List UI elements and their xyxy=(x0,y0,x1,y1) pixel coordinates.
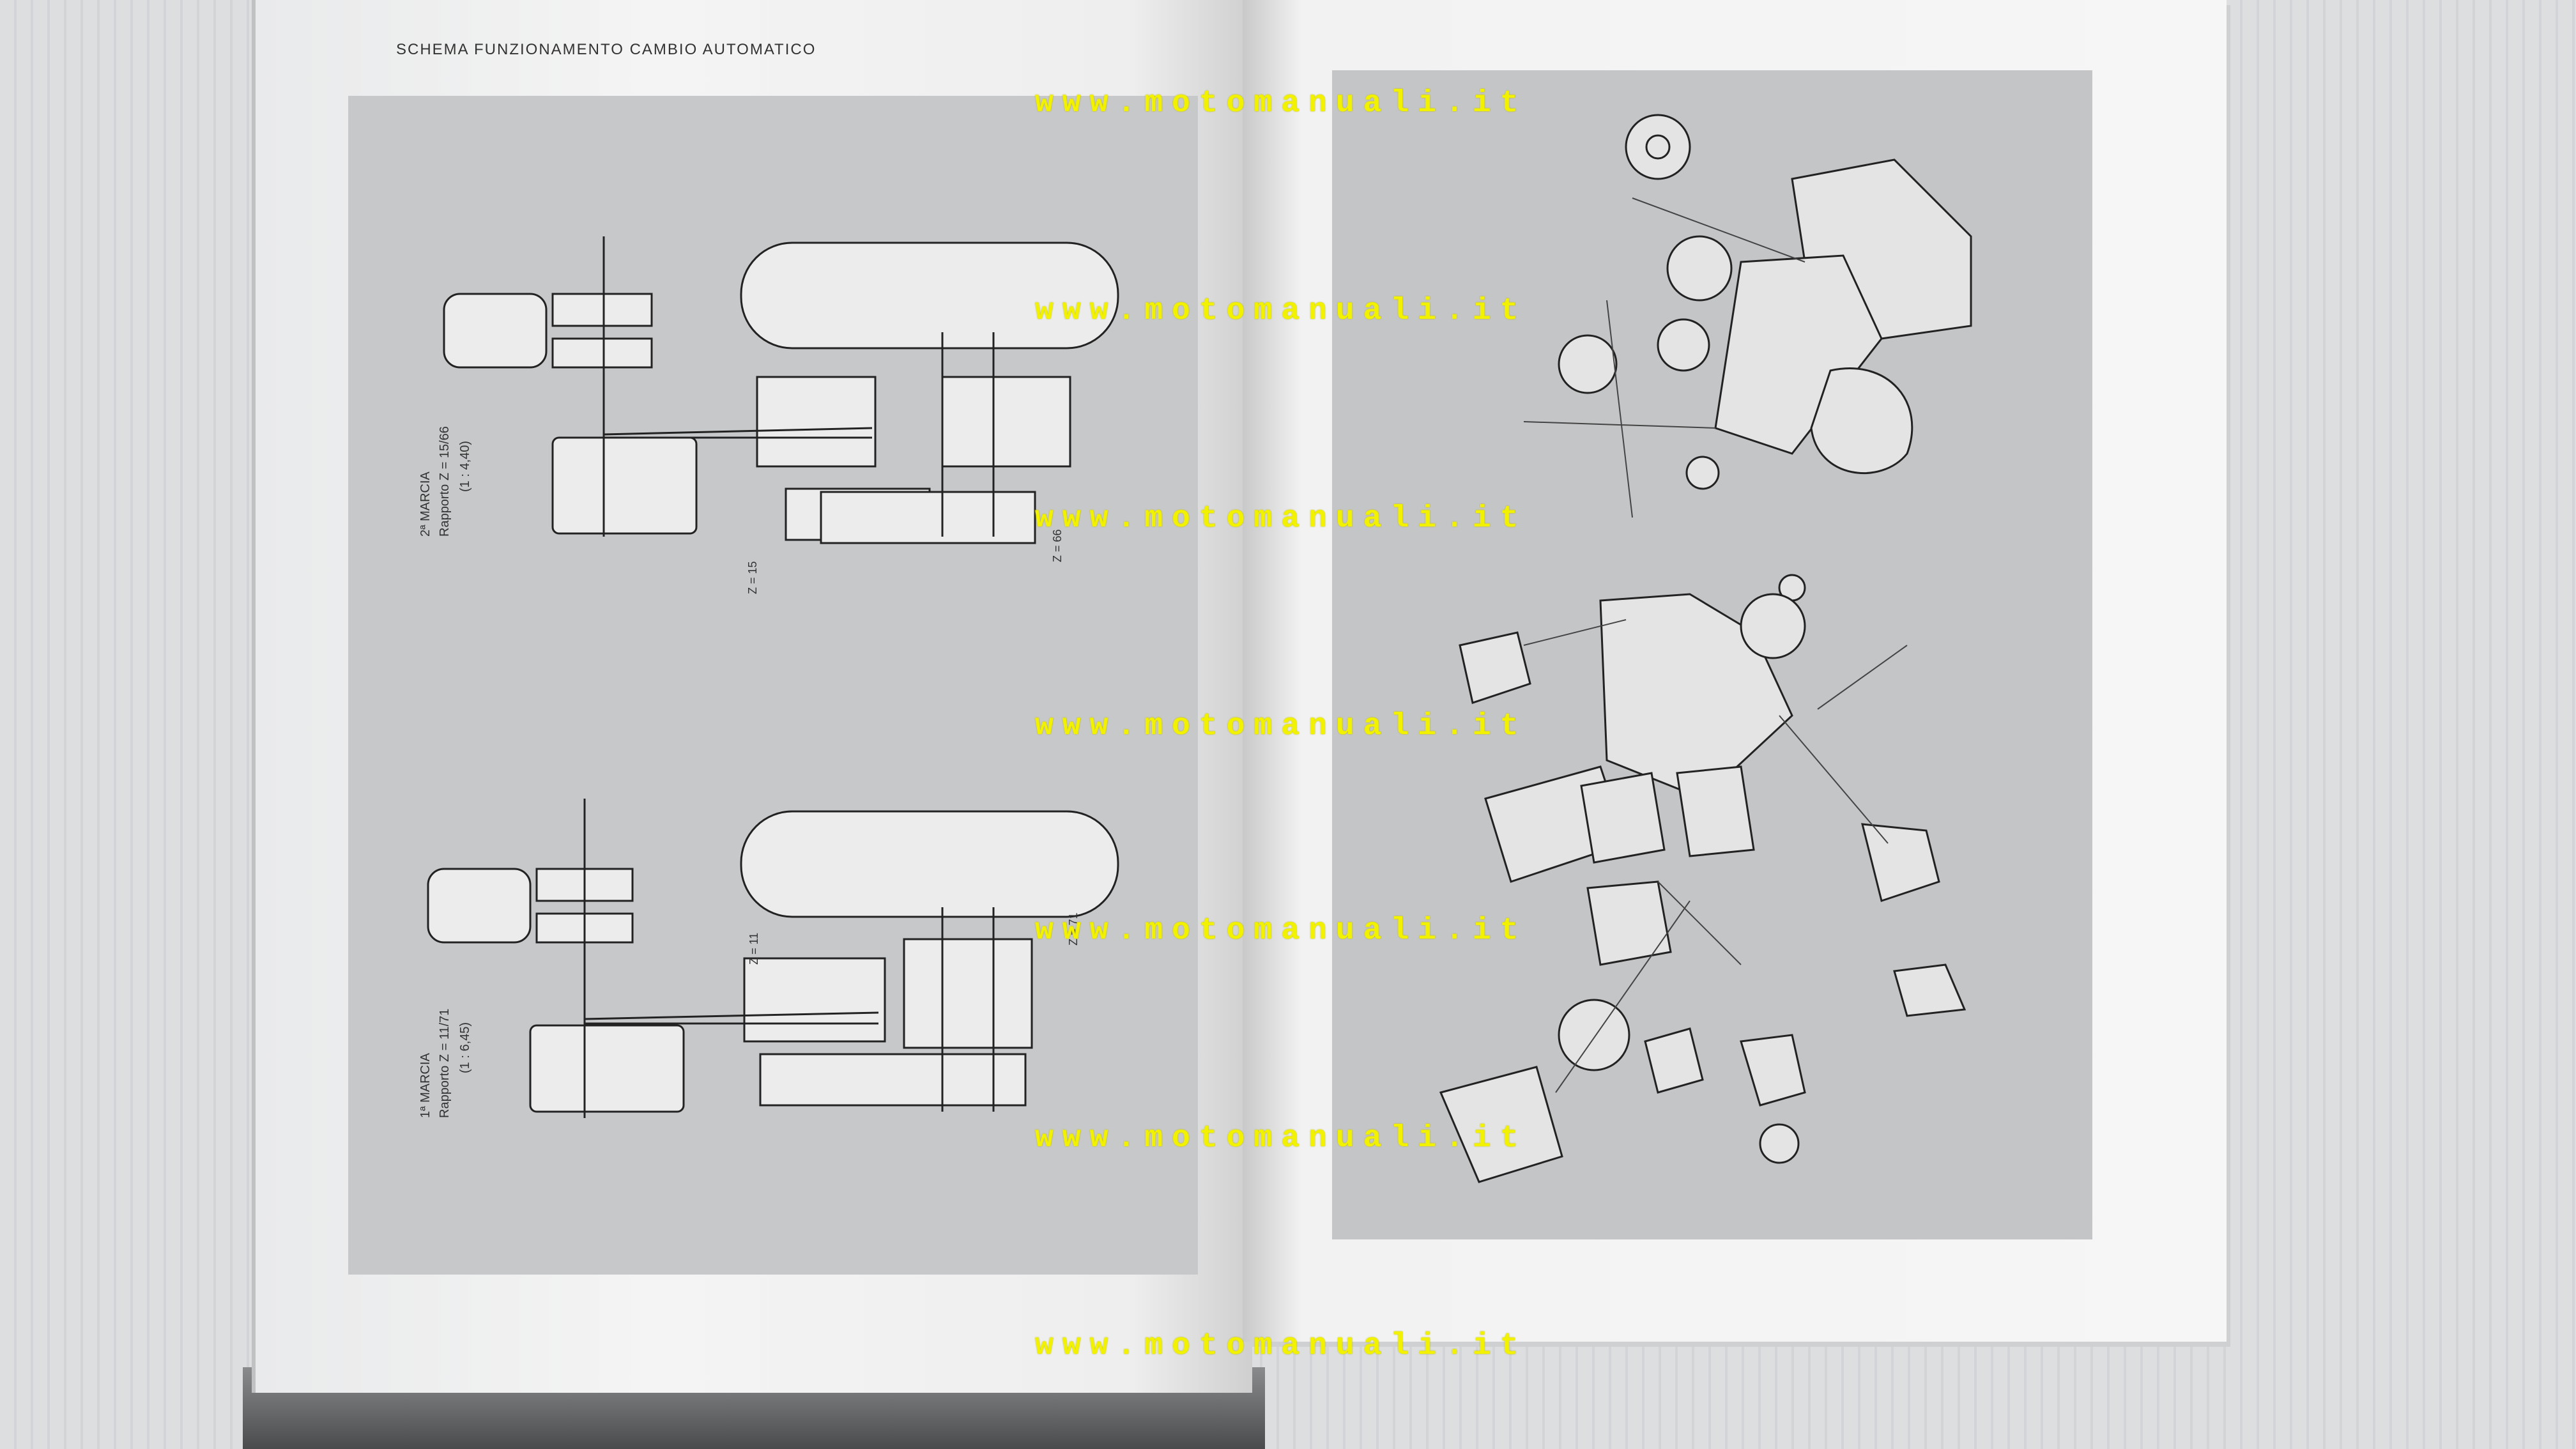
watermark-4: www.motomanuali.it xyxy=(1035,709,1528,744)
crank-block-2a xyxy=(551,293,653,327)
gearbox-schematic-drawing xyxy=(427,236,1119,1118)
piston-2 xyxy=(443,293,548,369)
watermark-3: www.motomanuali.it xyxy=(1035,502,1528,536)
flywheel-1 xyxy=(529,1024,685,1113)
watermark-6: www.motomanuali.it xyxy=(1035,1121,1528,1156)
gear1-title: 1ª MARCIA xyxy=(418,1053,433,1118)
wheel-2 xyxy=(740,241,1119,349)
piston-1 xyxy=(427,868,532,944)
wheel-1 xyxy=(740,810,1119,918)
gear1-ratio: Rapporto Z = 11/71 xyxy=(438,1008,452,1118)
belt-2 xyxy=(603,427,873,436)
gear-block-1a xyxy=(743,957,886,1043)
exploded-engine-drawing xyxy=(1439,114,1972,1183)
watermark-1: www.motomanuali.it xyxy=(1035,86,1528,121)
belt-1 xyxy=(584,1011,879,1020)
gear-block-1c xyxy=(759,1053,1027,1107)
gear2-ratio-alt: (1 : 4,40) xyxy=(458,440,472,492)
watermark-7: www.motomanuali.it xyxy=(1035,1329,1528,1363)
gear-block-2a xyxy=(756,376,877,468)
crank-block-2b xyxy=(551,337,653,369)
gear2-ratio: Rapporto Z = 15/66 xyxy=(438,426,452,537)
gearbox-schematic-panel: 2ª MARCIA Rapporto Z = 15/66 (1 : 4,40) … xyxy=(348,96,1198,1275)
gear2-title: 2ª MARCIA xyxy=(418,471,433,537)
gear2-z-small: Z = 15 xyxy=(746,561,759,594)
page-heading: SCHEMA FUNZIONAMENTO CAMBIO AUTOMATICO xyxy=(396,41,816,58)
gear-block-2c xyxy=(941,376,1071,468)
watermark-5: www.motomanuali.it xyxy=(1035,914,1528,948)
gear-block-1b xyxy=(903,938,1033,1049)
flywheel-2 xyxy=(551,436,698,535)
gear-block-2d xyxy=(820,491,1036,544)
gear1-ratio-alt: (1 : 6,45) xyxy=(458,1022,472,1073)
exploded-engine-panel xyxy=(1332,70,2092,1239)
watermark-2: www.motomanuali.it xyxy=(1035,294,1528,328)
gear1-z-small: Z = 11 xyxy=(747,932,760,965)
